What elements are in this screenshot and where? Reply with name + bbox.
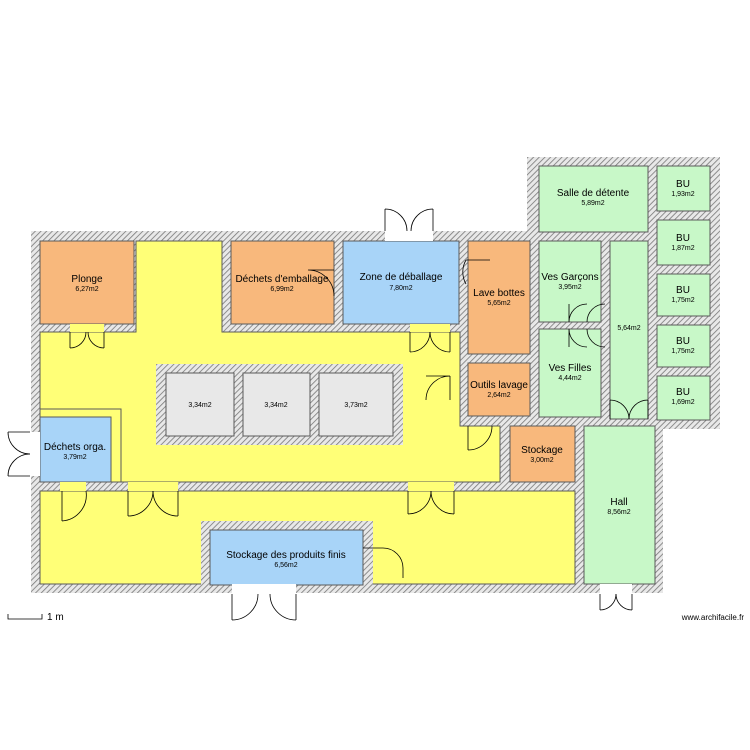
door-entrance-left[interactable] bbox=[7, 431, 40, 477]
room-plonge[interactable]: Plonge 6,27m2 bbox=[39, 240, 135, 325]
room-ves-garcons[interactable]: Ves Garçons 3,95m2 bbox=[538, 240, 602, 323]
room-area: 6,99m2 bbox=[270, 286, 293, 293]
room-area: 3,79m2 bbox=[63, 454, 86, 461]
room-bu-2[interactable]: BU 1,87m2 bbox=[656, 219, 711, 266]
room-area: 4,44m2 bbox=[558, 375, 581, 382]
room-name: Ves Filles bbox=[549, 363, 592, 374]
room-area: 1,75m2 bbox=[671, 348, 694, 355]
door-ves-garcons[interactable] bbox=[568, 303, 606, 323]
room-area: 5,64m2 bbox=[617, 325, 640, 332]
room-name: BU bbox=[676, 285, 690, 296]
room-bu-3[interactable]: BU 1,75m2 bbox=[656, 273, 711, 317]
door-ves-filles[interactable] bbox=[568, 328, 606, 348]
room-name: Zone de déballage bbox=[360, 272, 443, 283]
room-stockage[interactable]: Stockage 3,00m2 bbox=[509, 425, 576, 483]
room-name: Salle de détente bbox=[557, 188, 630, 199]
room-name: BU bbox=[676, 387, 690, 398]
room-name: Stockage bbox=[521, 445, 563, 456]
room-hall[interactable]: Hall 8,56m2 bbox=[583, 425, 656, 585]
room-stockage-produits-finis[interactable]: Stockage des produits finis 6,56m2 bbox=[209, 529, 364, 586]
room-lave-bottes[interactable]: Lave bottes 5,65m2 bbox=[467, 240, 531, 355]
room-name: BU bbox=[676, 179, 690, 190]
door-corridor-right[interactable] bbox=[407, 482, 455, 515]
room-ves-filles[interactable]: Ves Filles 4,44m2 bbox=[538, 328, 602, 418]
door-entrance-bottom[interactable] bbox=[231, 584, 297, 621]
doors bbox=[7, 208, 649, 621]
room-area: 3,73m2 bbox=[344, 402, 367, 409]
room-chambre-2[interactable]: 3,34m2 bbox=[242, 372, 311, 437]
door-dechets-emballage[interactable] bbox=[307, 269, 335, 297]
room-area: 3,34m2 bbox=[264, 402, 287, 409]
door-corridor-left[interactable] bbox=[127, 482, 179, 517]
room-area: 1,75m2 bbox=[671, 297, 694, 304]
room-name: BU bbox=[676, 336, 690, 347]
room-outils-lavage[interactable]: Outils lavage 2,64m2 bbox=[467, 362, 531, 417]
room-area: 5,89m2 bbox=[581, 200, 604, 207]
door-stockage[interactable] bbox=[467, 425, 493, 451]
room-couloir-vestiaires[interactable]: 5,64m2 bbox=[609, 240, 649, 420]
door-lave-bottes[interactable] bbox=[462, 259, 490, 285]
room-dechets-orga[interactable]: Déchets orga. 3,79m2 bbox=[39, 416, 112, 483]
room-name: Hall bbox=[610, 497, 627, 508]
room-name: Stockage des produits finis bbox=[226, 550, 346, 561]
door-couloir-vestiaires[interactable] bbox=[609, 399, 649, 420]
door-stockage-produits[interactable] bbox=[363, 547, 404, 578]
brand-watermark: www.archifacile.fr bbox=[681, 613, 745, 622]
door-plonge[interactable] bbox=[69, 324, 105, 349]
room-area: 5,65m2 bbox=[487, 300, 510, 307]
room-name: Outils lavage bbox=[470, 380, 528, 391]
room-area: 3,34m2 bbox=[188, 402, 211, 409]
room-area: 2,64m2 bbox=[487, 392, 510, 399]
room-area: 1,87m2 bbox=[671, 245, 694, 252]
room-name: Ves Garçons bbox=[541, 272, 598, 283]
room-chambre-3[interactable]: 3,73m2 bbox=[318, 372, 394, 437]
room-area: 1,69m2 bbox=[671, 399, 694, 406]
room-bu-4[interactable]: BU 1,75m2 bbox=[656, 324, 711, 368]
door-hall-exit[interactable] bbox=[599, 584, 633, 611]
room-salle-detente[interactable]: Salle de détente 5,89m2 bbox=[538, 165, 649, 233]
room-bu-1[interactable]: BU 1,93m2 bbox=[656, 165, 711, 212]
room-name: Déchets orga. bbox=[44, 442, 106, 453]
room-area: 3,00m2 bbox=[530, 457, 553, 464]
door-zone-deballage[interactable] bbox=[409, 324, 451, 353]
scale-bar: 1 m bbox=[7, 612, 64, 623]
door-dechets-orga[interactable] bbox=[60, 482, 87, 522]
room-area: 3,95m2 bbox=[558, 284, 581, 291]
room-name: Lave bottes bbox=[473, 288, 525, 299]
door-outils-lavage[interactable] bbox=[425, 375, 451, 401]
room-name: BU bbox=[676, 233, 690, 244]
room-chambre-1[interactable]: 3,34m2 bbox=[165, 372, 235, 437]
room-name: Déchets d'emballage bbox=[235, 274, 329, 285]
room-area: 7,80m2 bbox=[389, 285, 412, 292]
room-name: Plonge bbox=[71, 274, 103, 285]
room-dechets-emballage[interactable]: Déchets d'emballage 6,99m2 bbox=[230, 240, 335, 325]
room-area: 6,56m2 bbox=[274, 562, 297, 569]
room-area: 8,56m2 bbox=[607, 509, 630, 516]
room-bu-5[interactable]: BU 1,69m2 bbox=[656, 375, 711, 421]
door-entrance-top[interactable] bbox=[384, 208, 434, 241]
scale-label: 1 m bbox=[47, 612, 64, 623]
room-area: 6,27m2 bbox=[75, 286, 98, 293]
room-area: 1,93m2 bbox=[671, 191, 694, 198]
room-zone-deballage[interactable]: Zone de déballage 7,80m2 bbox=[342, 240, 460, 325]
